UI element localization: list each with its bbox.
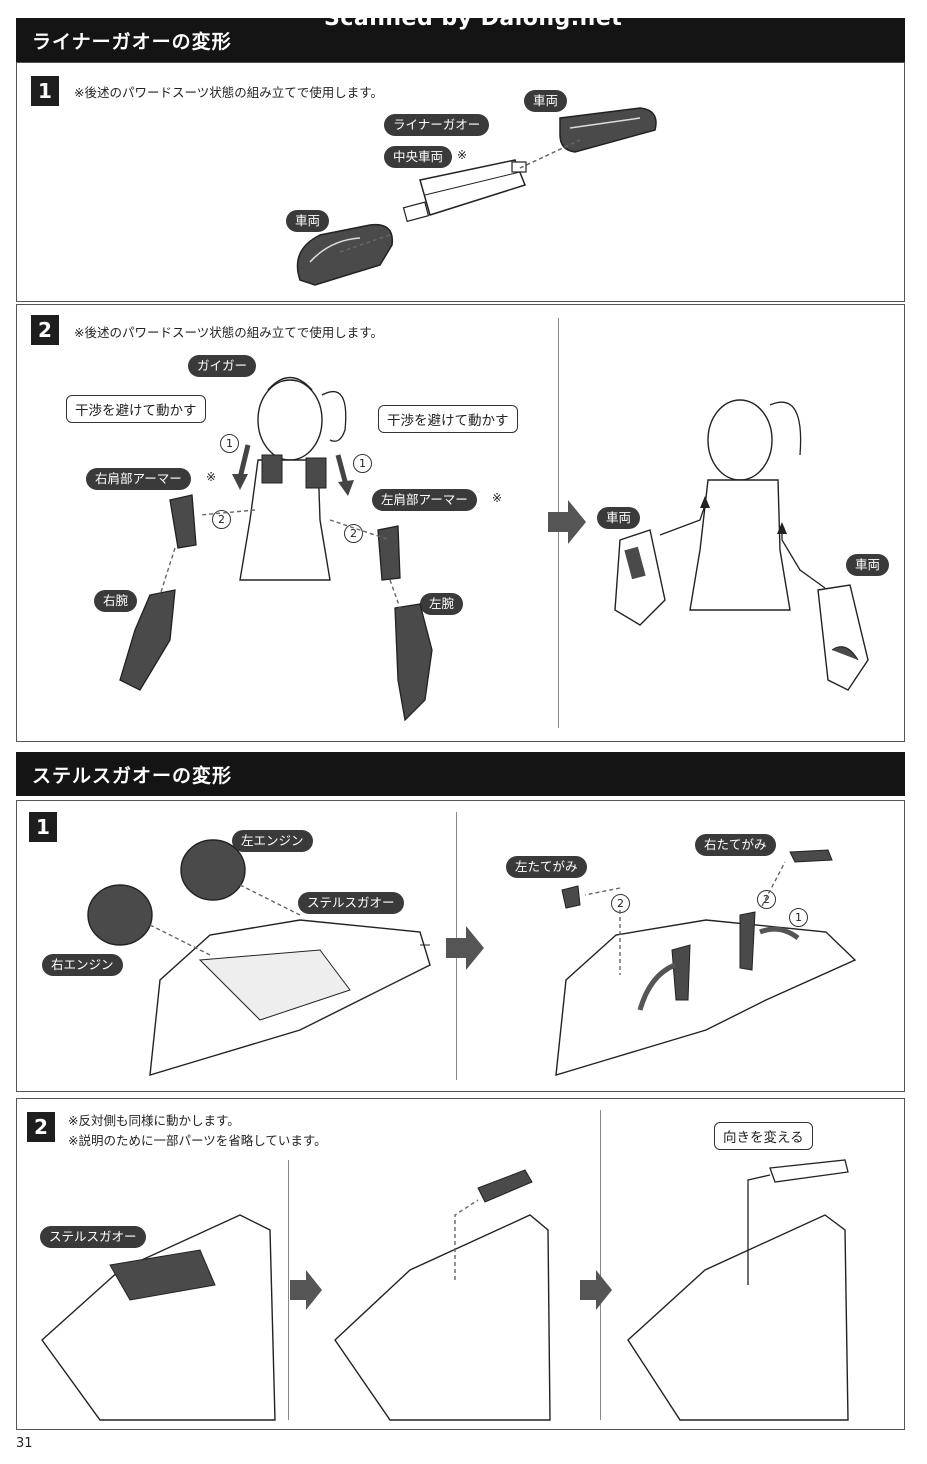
step-circle: 2 <box>212 510 231 529</box>
next-step-arrow-icon <box>548 500 586 544</box>
callout-avoid-interference: 干渉を避けて動かす <box>66 395 206 423</box>
step-note: ※後述のパワードスーツ状態の組み立てで使用します。 <box>74 325 383 340</box>
label-gaiga: ガイガー <box>188 355 257 377</box>
mark: ※ <box>492 491 503 505</box>
label-center-car: 中央車両 <box>384 146 453 168</box>
callout-change-direction: 向きを変える <box>714 1122 813 1150</box>
mark: ※ <box>206 470 217 484</box>
stealth-wing-icon <box>334 1169 551 1421</box>
step-note: ※反対側も同様に動かします。 <box>68 1113 240 1128</box>
train-car-icon <box>817 584 869 691</box>
label-left-shoulder-armor: 左肩部アーマー <box>372 489 477 511</box>
stealth-jet-icon <box>555 919 857 1076</box>
center-car-icon <box>402 159 527 223</box>
label-stealth-gaoh: ステルスガオー <box>40 1226 146 1248</box>
train-car-icon <box>614 529 666 626</box>
stealth-wing-icon <box>41 1214 276 1421</box>
label-stealth-gaoh: ステルスガオー <box>298 892 404 914</box>
figure-body-icon <box>689 399 802 611</box>
step-note: ※後述のパワードスーツ状態の組み立てで使用します。 <box>74 85 383 100</box>
stealth-wing-icon <box>627 1214 849 1421</box>
mane-icon <box>561 849 833 1001</box>
section-header-liner-gaoh: ライナーガオーの変形 <box>16 18 905 62</box>
page-number: 31 <box>16 1436 33 1451</box>
train-car-icon <box>559 107 657 153</box>
label-left-engine: 左エンジン <box>232 830 313 852</box>
step-circle: 1 <box>353 454 372 473</box>
label-car: 車両 <box>286 210 330 232</box>
stealth-jet-icon <box>149 919 431 1076</box>
label-right-arm: 右腕 <box>94 590 138 612</box>
label-car: 車両 <box>524 90 568 112</box>
part-icon <box>769 1159 849 1183</box>
step-circle: 1 <box>220 434 239 453</box>
step-note: ※説明のために一部パーツを省略しています。 <box>68 1133 327 1148</box>
figure-body-icon <box>239 376 347 581</box>
label-right-shoulder-armor: 右肩部アーマー <box>86 468 191 490</box>
label-car: 車両 <box>597 507 641 529</box>
label-liner-gaoh: ライナーガオー <box>384 114 490 136</box>
train-car-icon <box>296 223 394 286</box>
next-step-arrow-icon <box>446 926 484 970</box>
divider <box>600 1110 601 1420</box>
section-title: ライナーガオーの変形 <box>32 31 232 53</box>
step-circle: 1 <box>789 908 808 927</box>
step-circle: 2 <box>757 890 776 909</box>
section-title: ステルスガオーの変形 <box>32 765 233 787</box>
label-left-arm: 左腕 <box>420 593 464 615</box>
step-number: 2 <box>31 315 59 345</box>
step-number: 1 <box>29 812 57 842</box>
arm-icon <box>119 589 433 722</box>
step-number: 2 <box>27 1112 55 1142</box>
label-left-mane: 左たてがみ <box>506 856 587 878</box>
next-step-arrow-icon <box>580 1270 612 1310</box>
watermark: Scanned by Dalong.net <box>324 6 623 31</box>
engine-icon <box>87 839 246 946</box>
mark: ※ <box>457 148 468 162</box>
label-right-engine: 右エンジン <box>42 954 123 976</box>
section-header-stealth-gaoh: ステルスガオーの変形 <box>16 752 905 796</box>
divider <box>288 1160 289 1420</box>
callout-avoid-interference: 干渉を避けて動かす <box>378 405 518 433</box>
shoulder-armor-icon <box>169 494 401 581</box>
step-number: 1 <box>31 76 59 106</box>
label-right-mane: 右たてがみ <box>695 834 776 856</box>
next-step-arrow-icon <box>290 1270 322 1310</box>
label-car: 車両 <box>846 554 890 576</box>
